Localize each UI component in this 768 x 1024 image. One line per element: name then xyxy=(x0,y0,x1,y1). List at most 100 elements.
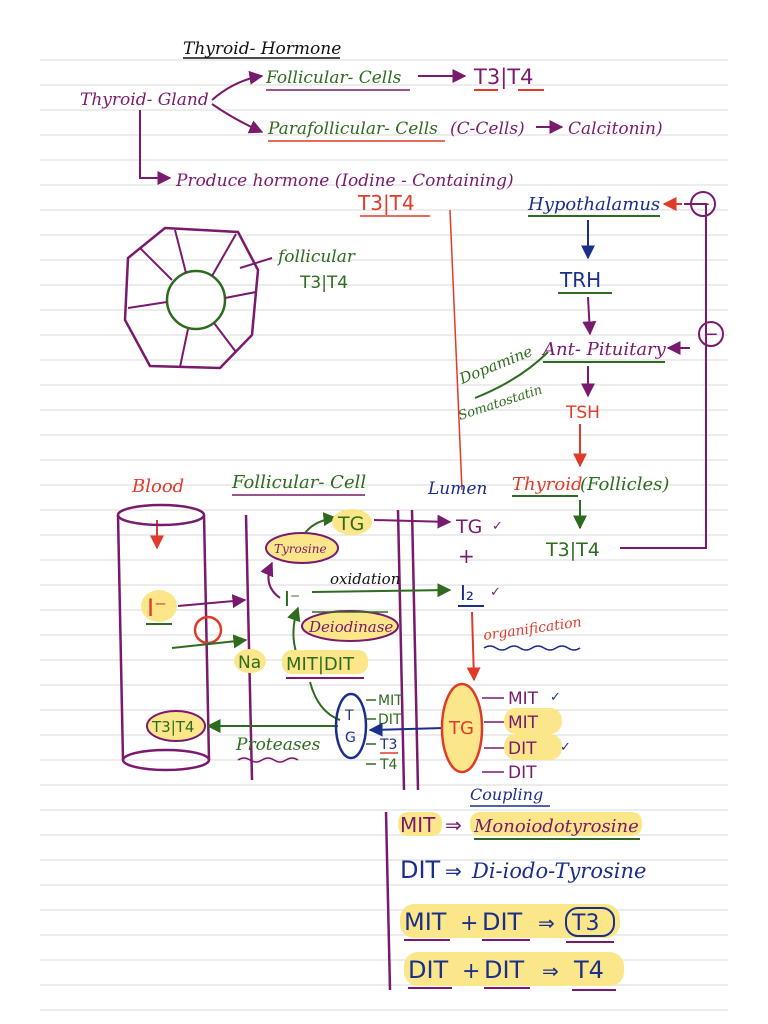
plus-tg-i2: + xyxy=(458,544,475,568)
lumen-item-mit-2: MIT xyxy=(508,713,539,733)
legend-row4-plus: + xyxy=(462,959,480,984)
hypothalamus-label: Hypothalamus xyxy=(527,194,660,215)
tg-vesicle-t: T xyxy=(344,708,354,724)
t3t4-blood-label: T3|T4 xyxy=(151,718,194,736)
lumen-label: Lumen xyxy=(427,479,487,499)
i2-check: ✓ xyxy=(490,585,501,600)
arrow-iodide-in xyxy=(177,594,247,609)
proteases-wave xyxy=(237,757,299,763)
na-label: Na xyxy=(238,653,261,673)
legend-implies-2: ⇒ xyxy=(445,859,462,883)
arrow-na-in xyxy=(171,634,248,649)
blood-label: Blood xyxy=(131,476,184,497)
legend-row3-plus: + xyxy=(460,911,478,936)
calcitonin-label: Calcitonin) xyxy=(568,119,663,139)
vesicle-items xyxy=(366,699,376,765)
axis-output-label: T3|T4 xyxy=(545,539,600,561)
branch-arrow-parafollicular xyxy=(211,103,264,134)
lumen-item-dit-1: DIT xyxy=(508,739,537,759)
legend-row4-dit-2: DIT xyxy=(484,956,525,984)
legend-monoiodo-highlight xyxy=(470,812,642,836)
branch-arrow-follicular xyxy=(211,70,264,101)
legend-row3-implies: ⇒ xyxy=(538,911,555,935)
legend-row3-t3: T3 xyxy=(571,911,599,936)
t3t4-red-label: T3|T4 xyxy=(357,191,415,215)
feedback-loop-line xyxy=(620,203,707,549)
na-highlight xyxy=(234,649,266,673)
inhibit-sign-2: − xyxy=(703,324,718,345)
legend-mit-highlight xyxy=(398,812,442,836)
parafollicular-cells-label: Parafollicular- Cells xyxy=(267,119,438,139)
vesicle-item-mit: MIT xyxy=(378,693,403,709)
follicle-lumen xyxy=(165,269,227,331)
tg-lumen-big xyxy=(440,682,484,774)
legend-left-bracket xyxy=(384,811,392,991)
arrow-oxidation xyxy=(311,583,452,598)
organification-label: organification xyxy=(482,614,582,644)
lumen-item-dit-2: DIT xyxy=(508,763,537,783)
apical-membrane-1 xyxy=(396,509,406,791)
deiodinase-label: Deiodinase xyxy=(308,618,393,636)
legend-dit: DIT xyxy=(400,856,441,884)
coupling-label: Coupling xyxy=(470,785,543,804)
follicle-outline xyxy=(123,226,260,370)
inhibit-badge-2 xyxy=(698,321,724,347)
basal-membrane xyxy=(244,514,254,781)
lumen-item-mit-1: MIT xyxy=(508,689,539,709)
legend-mit: MIT xyxy=(400,813,436,837)
vesicle-item-t3: T3 xyxy=(379,737,397,753)
page-title: Thyroid- Hormone xyxy=(183,39,341,59)
legend-row3-mit: MIT xyxy=(404,908,447,936)
legend-monoiodotyrosine: Monoiodotyrosine xyxy=(473,816,639,837)
vesicle-item-t4: T4 xyxy=(379,757,398,773)
tg-lumen-check: ✓ xyxy=(492,519,503,534)
follicular-label: follicular xyxy=(276,247,356,267)
arrow-tyrosine-tg xyxy=(304,512,338,534)
proteases-label: Proteases xyxy=(235,735,321,755)
t3t4-blood-highlight xyxy=(146,710,206,742)
follicular-sublabel: T3|T4 xyxy=(299,273,348,293)
red-divider xyxy=(449,209,463,491)
branch-arrow-produce xyxy=(139,110,172,185)
c-cells-label: (C-Cells) xyxy=(450,119,525,139)
mitdit-highlight xyxy=(282,650,368,674)
arrow-mitdit-iodide xyxy=(287,606,301,653)
dopamine-label: Dopamine xyxy=(456,342,535,388)
arrow-tg-endocytosis xyxy=(368,722,445,737)
tg-vesicle xyxy=(334,692,368,760)
legend-diiodotyrosine: Di-iodo-Tyrosine xyxy=(471,859,646,883)
tg-cell-label: TG xyxy=(337,513,364,535)
tg-cell-highlight xyxy=(332,509,372,535)
arrow-iodide-tyrosine xyxy=(260,561,281,599)
follicular-cell-label: Follicular- Cell xyxy=(231,472,366,493)
apical-membrane-2 xyxy=(410,509,420,791)
legend-row3-highlight xyxy=(400,904,620,938)
legend-row4-t4: T4 xyxy=(573,956,604,984)
thyroid-gland-label: Thyroid- Gland xyxy=(80,90,209,110)
follicular-product-label: T3|T4 xyxy=(473,65,533,90)
follicular-pointer xyxy=(239,257,273,269)
tsh-label: TSH xyxy=(565,403,600,423)
dopamine-inhibit-curve xyxy=(474,351,549,399)
trh-label: TRH xyxy=(559,268,601,292)
tyrosine-highlight xyxy=(265,532,339,564)
arrow-tg-lumen xyxy=(373,514,452,529)
tyrosine-label: Tyrosine xyxy=(274,542,327,556)
tg-lumen-label: TG xyxy=(455,516,482,538)
organification-wave xyxy=(483,645,581,651)
mitdit-label: MIT|DIT xyxy=(286,654,355,675)
legend-row3-dit: DIT xyxy=(482,908,523,936)
lumen-highlight-mit xyxy=(504,708,562,734)
iodide-highlight xyxy=(141,590,177,622)
legend-t3-box xyxy=(565,907,615,937)
tg-vesicle-g: G xyxy=(345,730,356,746)
lumen-item-dit-1-check: ✓ xyxy=(560,740,571,755)
lumen-item-mit-1-check: ✓ xyxy=(550,690,561,705)
produce-hormone-label: Produce hormone (Iodine - Containing) xyxy=(175,171,514,191)
vesicle-item-dit: DIT xyxy=(378,712,402,728)
i2-label: I₂ xyxy=(460,581,474,605)
arrow-trh-pituitary xyxy=(582,296,597,336)
deiodinase-highlight xyxy=(301,610,399,642)
tg-big-label: TG xyxy=(448,718,474,739)
follicles-label: (Follicles) xyxy=(580,474,669,495)
